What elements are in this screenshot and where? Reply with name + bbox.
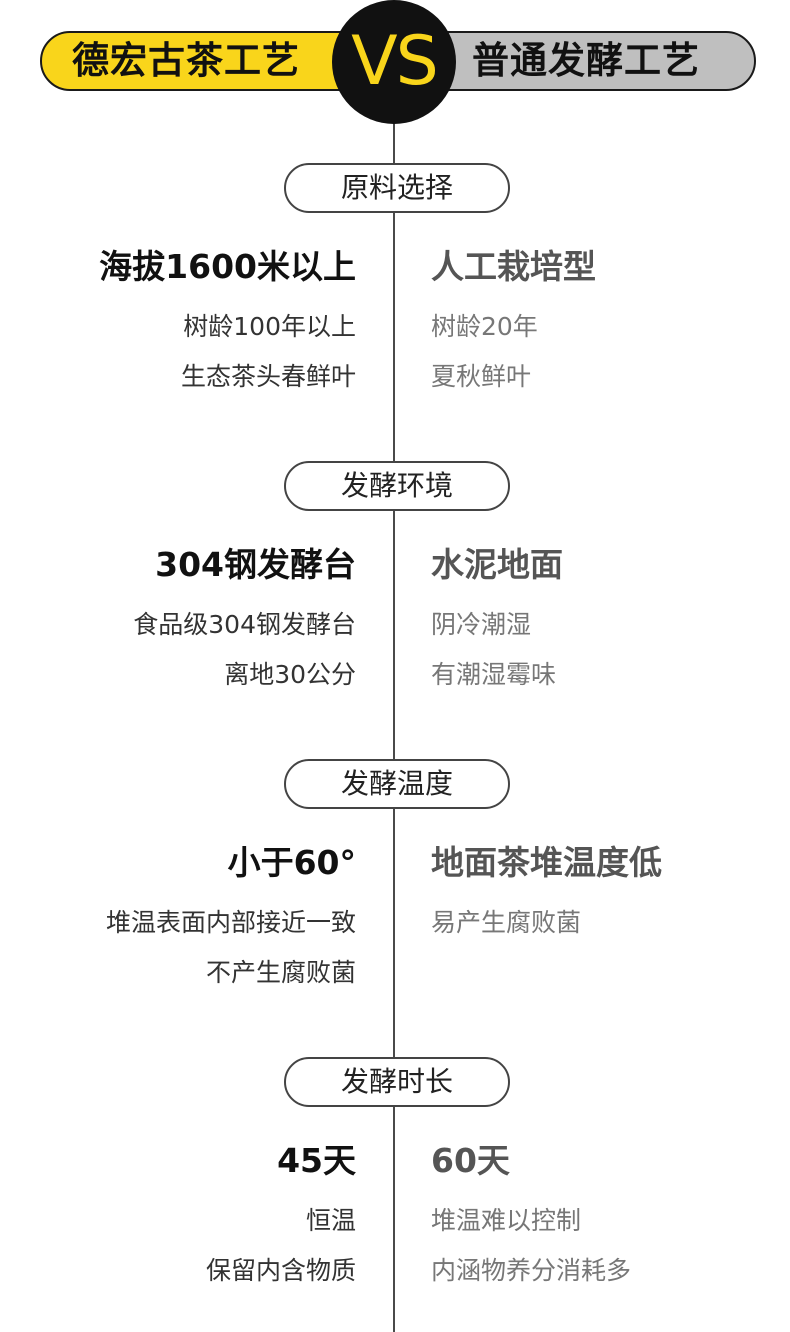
right-detail: 堆温难以控制 bbox=[431, 1206, 582, 1235]
left-detail: 食品级304钢发酵台 bbox=[133, 610, 356, 639]
right-detail: 内涵物养分消耗多 bbox=[431, 1256, 632, 1285]
left-headline: 304钢发酵台 bbox=[155, 545, 356, 584]
right-headline: 60天 bbox=[431, 1141, 510, 1180]
vs-label: VS bbox=[351, 22, 439, 101]
left-headline: 海拔1600米以上 bbox=[99, 247, 356, 286]
section-title-fermentation-temperature: 发酵温度 bbox=[284, 759, 510, 809]
left-headline: 45天 bbox=[277, 1141, 356, 1180]
section-title-fermentation-environment: 发酵环境 bbox=[284, 461, 510, 511]
left-detail: 离地30公分 bbox=[224, 660, 356, 689]
section-title-raw-material: 原料选择 bbox=[284, 163, 510, 213]
comparison-header: 德宏古茶工艺 普通发酵工艺 VS bbox=[0, 0, 790, 130]
left-detail: 树龄100年以上 bbox=[183, 312, 356, 341]
right-headline: 地面茶堆温度低 bbox=[431, 843, 662, 882]
left-detail: 恒温 bbox=[305, 1206, 356, 1235]
section-title-fermentation-duration: 发酵时长 bbox=[284, 1057, 510, 1107]
left-detail: 不产生腐败菌 bbox=[205, 958, 356, 987]
center-divider-line bbox=[393, 90, 395, 1332]
left-detail: 堆温表面内部接近一致 bbox=[105, 908, 356, 937]
left-headline: 小于60° bbox=[227, 843, 356, 882]
right-process-title: 普通发酵工艺 bbox=[472, 39, 700, 82]
right-detail: 夏秋鲜叶 bbox=[431, 362, 532, 391]
right-detail: 树龄20年 bbox=[431, 312, 538, 341]
right-detail: 有潮湿霉味 bbox=[431, 660, 557, 689]
right-detail: 易产生腐败菌 bbox=[431, 908, 582, 937]
left-detail: 生态茶头春鲜叶 bbox=[180, 362, 356, 391]
right-headline: 人工栽培型 bbox=[431, 247, 596, 286]
left-process-pill bbox=[40, 31, 380, 91]
left-detail: 保留内含物质 bbox=[205, 1256, 356, 1285]
right-process-pill bbox=[412, 31, 756, 91]
right-headline: 水泥地面 bbox=[431, 545, 563, 584]
left-process-title: 德宏古茶工艺 bbox=[72, 39, 300, 82]
vs-badge bbox=[332, 0, 456, 124]
right-detail: 阴冷潮湿 bbox=[431, 610, 532, 639]
